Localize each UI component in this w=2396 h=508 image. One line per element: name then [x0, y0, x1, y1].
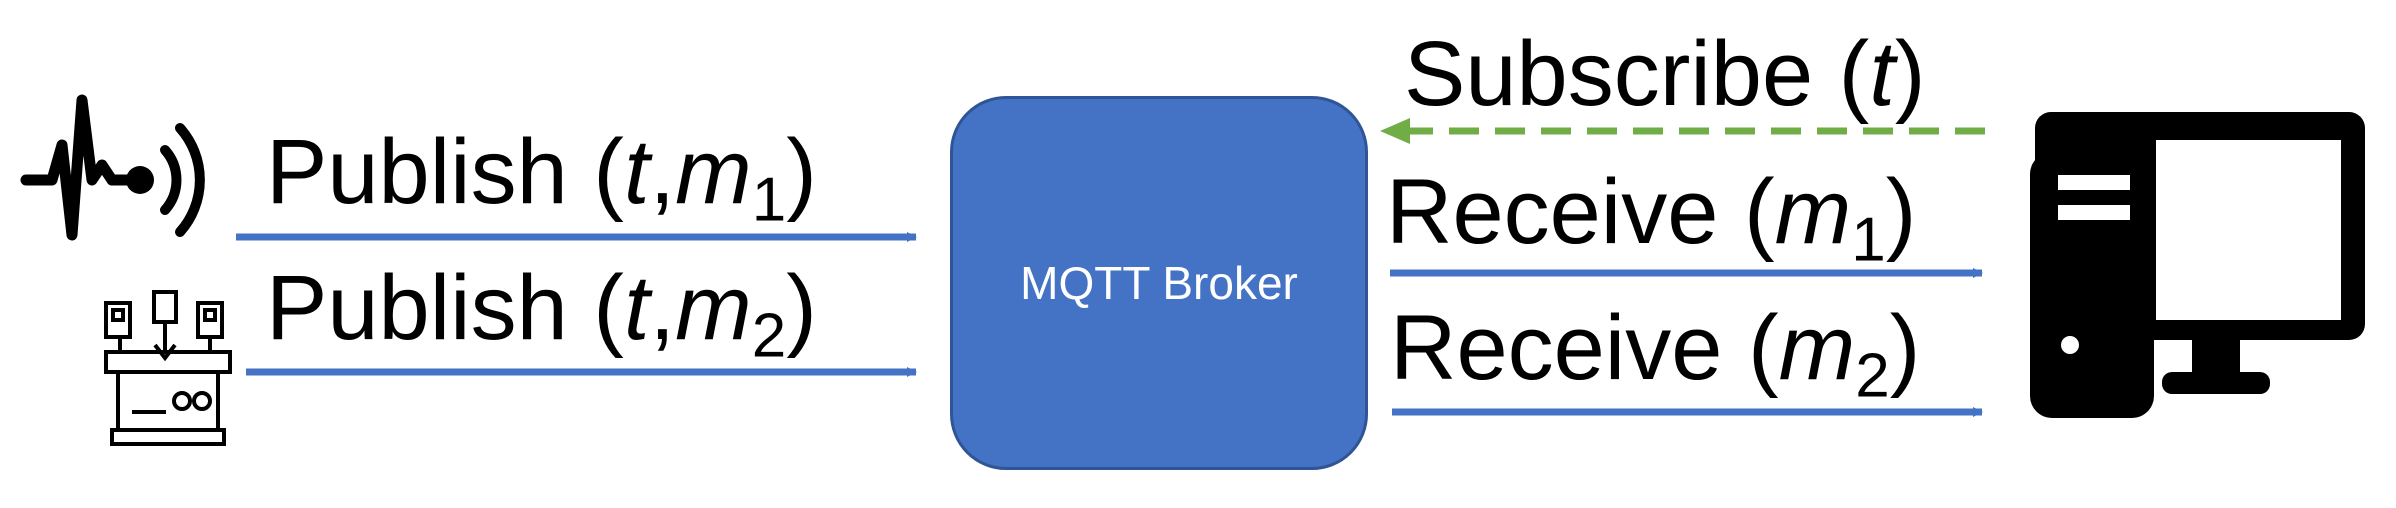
machine-icon: [104, 290, 232, 446]
mqtt-broker-box: MQTT Broker: [950, 96, 1368, 470]
receive-label-1: Receive (m1): [1386, 161, 1917, 275]
subscribe-arrow: [1380, 118, 1985, 144]
mqtt-broker-label: MQTT Broker: [1020, 257, 1298, 309]
subscribe-label: Subscribe (t): [1404, 23, 1926, 125]
desktop-computer-icon: [2030, 112, 2365, 418]
publish-label-1: Publish (t,m1): [266, 121, 817, 235]
publish-label-2: Publish (t,m2): [266, 257, 817, 371]
receive-label-2: Receive (m2): [1390, 297, 1921, 411]
sensor-icon: [20, 94, 205, 241]
